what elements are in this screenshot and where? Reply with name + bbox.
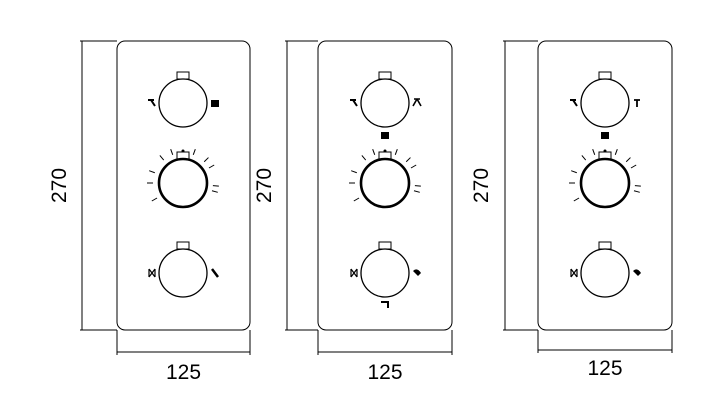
control-knob [360, 248, 410, 298]
temperature-scale-tick [203, 157, 209, 163]
temperature-scale-tick [361, 155, 367, 161]
valve-panel: 270 125 [48, 40, 251, 384]
thermostat-knob [157, 157, 209, 209]
temperature-scale-tick [192, 149, 196, 155]
temperature-scale-tick [405, 157, 411, 163]
height-dimension-label: 270 [253, 168, 276, 203]
temperature-scale-tick [394, 149, 398, 155]
spout-icon [412, 98, 422, 107]
control-knob [158, 248, 208, 298]
temperature-scale-tick [581, 155, 587, 161]
temperature-mark-icon [603, 149, 607, 153]
control-knob [580, 248, 630, 298]
temperature-scale-tick [410, 164, 417, 169]
temperature-scale-tick [592, 149, 596, 155]
bath-icon [601, 132, 609, 139]
panel-outline [537, 40, 673, 331]
thermostat-knob [359, 157, 411, 209]
width-dimension-label: 125 [587, 357, 622, 380]
temperature-scale-tick [573, 197, 580, 202]
tap-icon [634, 99, 640, 107]
width-dimension-label: 125 [166, 361, 201, 384]
temperature-scale-tick [625, 157, 631, 163]
temperature-scale-tick [351, 170, 357, 174]
closed-icon [148, 268, 156, 278]
temperature-scale-tick [208, 164, 215, 169]
bath-icon [211, 100, 219, 107]
handshower-icon [570, 99, 578, 107]
panel-outline [317, 40, 453, 331]
control-knob [158, 78, 208, 128]
temperature-scale-tick [633, 190, 640, 193]
panel-outline [116, 40, 251, 331]
temperature-scale-tick [159, 155, 165, 161]
temperature-scale-tick [149, 170, 155, 174]
valve-panel: 270 125 [470, 40, 673, 380]
control-knob [580, 78, 630, 128]
closed-icon [570, 268, 578, 278]
temperature-scale-tick [211, 190, 218, 193]
thermostat-knob [579, 157, 631, 209]
handshower-icon [148, 99, 156, 107]
temperature-scale-tick [571, 170, 577, 174]
temperature-scale-tick [353, 197, 360, 202]
knob-indicator [176, 71, 190, 80]
hose-icon [381, 301, 389, 308]
showerhead-icon [633, 269, 641, 276]
knob-indicator [378, 241, 392, 250]
height-dimension-label: 270 [470, 168, 493, 203]
temperature-scale-tick [614, 149, 618, 155]
temperature-scale-tick [212, 185, 219, 187]
handshower-icon [350, 99, 358, 107]
temperature-scale-tick [170, 149, 174, 155]
temperature-mark-icon [181, 149, 185, 153]
height-dimension-label: 270 [48, 168, 71, 203]
knob-indicator [176, 241, 190, 250]
temperature-scale-tick [151, 197, 158, 202]
control-knob [360, 78, 410, 128]
knob-indicator [598, 71, 612, 80]
temperature-scale-tick [634, 185, 641, 187]
flow-icon [211, 268, 219, 278]
temperature-scale-tick [413, 190, 420, 193]
knob-indicator [378, 71, 392, 80]
knob-indicator [598, 241, 612, 250]
width-dimension-label: 125 [367, 361, 402, 384]
temperature-scale-tick [630, 164, 637, 169]
showerhead-icon [413, 269, 421, 276]
valve-panel: 270 125 [253, 40, 453, 384]
temperature-scale-tick [372, 149, 376, 155]
bath-icon [381, 132, 389, 139]
temperature-mark-icon [383, 149, 387, 153]
closed-icon [350, 268, 358, 278]
temperature-scale-tick [414, 185, 421, 187]
